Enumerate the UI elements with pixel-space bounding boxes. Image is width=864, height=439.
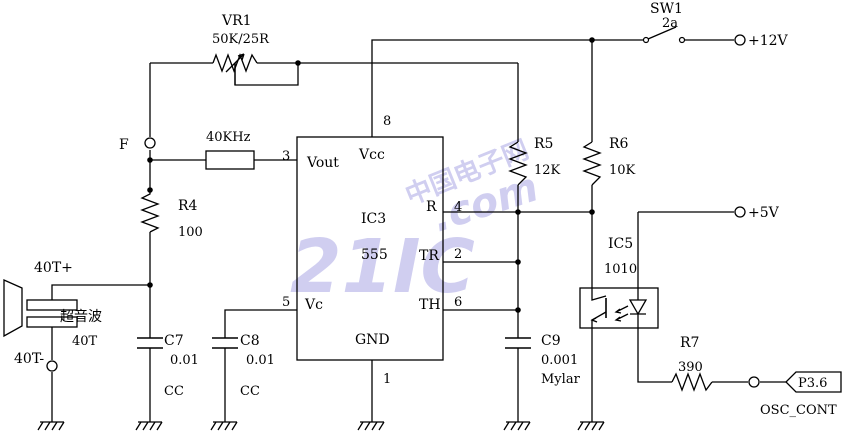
c8-ref: C8: [240, 333, 260, 349]
r6-resistor: R6 10K: [582, 136, 636, 186]
ic3-pin5: 5: [282, 295, 290, 310]
junctions: [147, 37, 595, 313]
c9-value: 0.001: [541, 353, 578, 368]
ic3-pin2: 2: [454, 247, 462, 262]
ground-symbol: [135, 421, 163, 431]
wires: [51, 39, 786, 422]
transducer-plus: 40T+: [34, 260, 73, 276]
ic3-vcc-label: Vcc: [358, 147, 385, 163]
vr1-ref: VR1: [221, 13, 252, 29]
r7-ref: R7: [680, 335, 699, 351]
ic3-part: 555: [361, 247, 388, 263]
ic3-r-label: R: [426, 199, 437, 215]
r5-value: 12K: [534, 163, 561, 178]
ic3-vc-label: Vc: [304, 297, 323, 313]
sw1-switch: SW1 2a: [642, 1, 686, 44]
node-f-terminal: [144, 137, 156, 149]
port-terminal: [748, 376, 760, 388]
c7-value: 0.01: [170, 353, 199, 368]
ground-symbol: [210, 421, 238, 431]
ic3-vout-label: Vout: [306, 155, 339, 171]
sw1-type: 2a: [662, 16, 678, 31]
c9-type: Mylar: [541, 372, 581, 387]
r4-resistor: R4 100: [140, 190, 203, 240]
crystal-40khz: 40KHz: [205, 130, 255, 170]
ultrasonic-transducer: 40T+ 超音波 40T 40T-: [3, 260, 102, 367]
r4-ref: R4: [178, 198, 198, 214]
c7-ref: C7: [164, 333, 184, 349]
transducer-part: 40T: [72, 334, 98, 349]
r5-ref: R5: [534, 136, 553, 152]
port-pin: P3.6: [798, 376, 827, 391]
ic3-pin4: 4: [454, 200, 462, 215]
ic3-pin8: 8: [383, 114, 391, 129]
port-net: OSC_CONT: [760, 403, 837, 418]
r6-ref: R6: [609, 136, 629, 152]
ic3-555: Vcc Vout IC3 555 R TR TH Vc GND 8 3 4 2 …: [282, 114, 462, 387]
ground-symbols: [37, 421, 605, 431]
terminals: [46, 34, 760, 388]
ic5-optocoupler: IC5 1010: [579, 236, 659, 329]
c8-value: 0.01: [246, 353, 275, 368]
ic5-part: 1010: [604, 262, 637, 277]
plus5v-label: +5V: [748, 205, 780, 221]
port-p36: P3.6 OSC_CONT: [760, 371, 842, 418]
plus12v-terminal: [734, 34, 746, 46]
transducer-minus: 40T-: [14, 351, 44, 367]
watermark-logo: 21IC: [290, 224, 475, 310]
ground-symbol: [37, 421, 65, 431]
plus12v-label: +12V: [748, 33, 789, 49]
ground-symbol: [357, 421, 385, 431]
ic3-gnd-label: GND: [355, 332, 390, 348]
c9-ref: C9: [541, 333, 561, 349]
c8-type: CC: [240, 384, 260, 399]
node-f-label: F: [119, 137, 129, 153]
vr1-potentiometer: VR1 50K/25R: [212, 13, 270, 85]
transducer-name: 超音波: [60, 308, 102, 325]
ground-symbol: [577, 421, 605, 431]
r7-value: 390: [678, 360, 703, 375]
ic3-tr-label: TR: [419, 248, 439, 264]
sw1-ref: SW1: [650, 1, 683, 17]
ic3-th-label: TH: [419, 297, 441, 313]
r5-resistor: R5 12K: [508, 136, 561, 186]
c8-capacitor: C8 0.01 CC: [212, 333, 275, 399]
r7-resistor: R7 390: [671, 335, 713, 392]
ic3-body: [296, 136, 444, 361]
plus5v-terminal: [734, 206, 746, 218]
c7-type: CC: [164, 384, 184, 399]
ic5-ref: IC5: [608, 236, 633, 252]
vr1-value: 50K/25R: [212, 32, 270, 47]
ic3-pin3: 3: [282, 149, 290, 164]
c9-capacitor: C9 0.001 Mylar: [505, 333, 581, 387]
transducer-minus-terminal: [46, 360, 58, 372]
ic3-pin1: 1: [383, 372, 391, 387]
ic3-pin6: 6: [454, 295, 462, 310]
ic3-name: IC3: [361, 211, 386, 227]
c7-capacitor: C7 0.01 CC: [137, 333, 199, 399]
ground-symbol: [503, 421, 531, 431]
r6-value: 10K: [609, 163, 636, 178]
crystal-label: 40KHz: [206, 130, 251, 145]
r4-value: 100: [178, 225, 203, 240]
